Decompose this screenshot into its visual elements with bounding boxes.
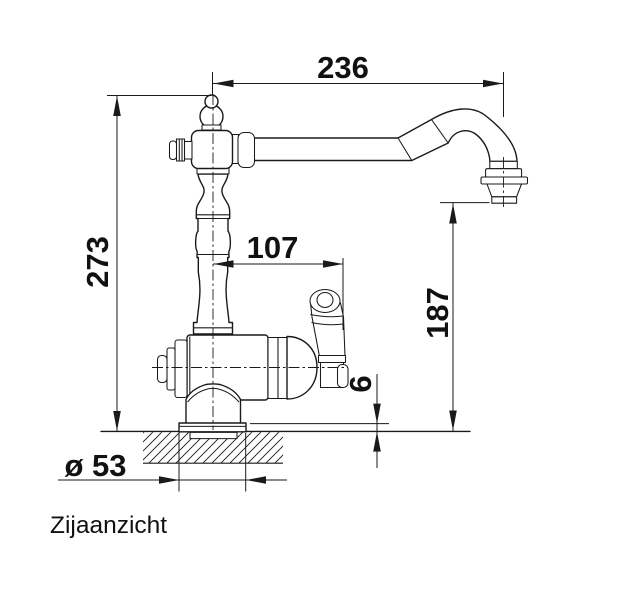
faucet-head bbox=[168, 94, 256, 170]
arrowhead-left bbox=[213, 79, 234, 88]
handle-knob bbox=[309, 288, 341, 314]
handle-band-line bbox=[311, 321, 344, 326]
view-label: Zijaanzicht bbox=[50, 512, 167, 539]
body-left-ring bbox=[166, 347, 176, 391]
dimension-label-187: 187 bbox=[420, 287, 455, 339]
spout-joint-line bbox=[397, 137, 413, 161]
arrowhead-right bbox=[323, 260, 343, 268]
handle-socket-cap bbox=[336, 363, 349, 389]
arrowhead-left bbox=[246, 476, 266, 484]
aerator-tip bbox=[491, 196, 518, 204]
arrowhead-up bbox=[113, 96, 121, 116]
base-skirt bbox=[185, 383, 242, 425]
arrowhead-up bbox=[373, 431, 381, 452]
temperature-nub bbox=[168, 138, 193, 162]
dimension-label-6: 6 bbox=[343, 375, 378, 392]
finial-collar bbox=[201, 124, 222, 131]
body-left-disc bbox=[174, 339, 188, 399]
arrowhead-down bbox=[373, 403, 381, 424]
arrowhead-right bbox=[483, 79, 503, 88]
dimension-center-to-handle: 107 bbox=[213, 230, 344, 330]
arrowhead-left bbox=[213, 260, 234, 268]
body-end-cap bbox=[156, 354, 168, 384]
dimension-spout-reach: 236 bbox=[212, 50, 504, 117]
mounting-shaft bbox=[189, 431, 238, 440]
body-ring bbox=[277, 336, 289, 400]
base-flange bbox=[178, 422, 247, 433]
arrowhead-right bbox=[159, 476, 179, 484]
dimension-label-273: 273 bbox=[80, 236, 115, 288]
handle-knob-inner bbox=[316, 291, 334, 309]
spout-pipe-outline bbox=[252, 108, 518, 163]
dimension-label-236: 236 bbox=[317, 50, 369, 85]
head-cross-body bbox=[190, 129, 234, 170]
spout-outlet-rings bbox=[480, 160, 529, 204]
spout-joint-line bbox=[431, 119, 449, 144]
body-ring bbox=[267, 336, 279, 400]
handle bbox=[309, 288, 349, 389]
dimension-label-107: 107 bbox=[247, 230, 299, 265]
dimension-outlet-height: 187 bbox=[420, 202, 490, 431]
dimension-label-diameter-53: ø 53 bbox=[64, 448, 126, 483]
handle-band-line bbox=[310, 313, 344, 318]
pipe-collar bbox=[237, 131, 256, 169]
arrowhead-up bbox=[449, 203, 457, 224]
dimension-base-diameter: ø 53 bbox=[58, 433, 287, 492]
dimension-base-plate-height: 6 bbox=[250, 374, 389, 468]
finial-small-ball bbox=[204, 94, 219, 109]
spout bbox=[252, 108, 529, 204]
arrowhead-down bbox=[113, 411, 121, 431]
arrowhead-down bbox=[449, 410, 457, 431]
dimension-total-height: 273 bbox=[80, 95, 211, 431]
countertop bbox=[100, 430, 471, 464]
handle-lever-base-band bbox=[317, 354, 347, 364]
